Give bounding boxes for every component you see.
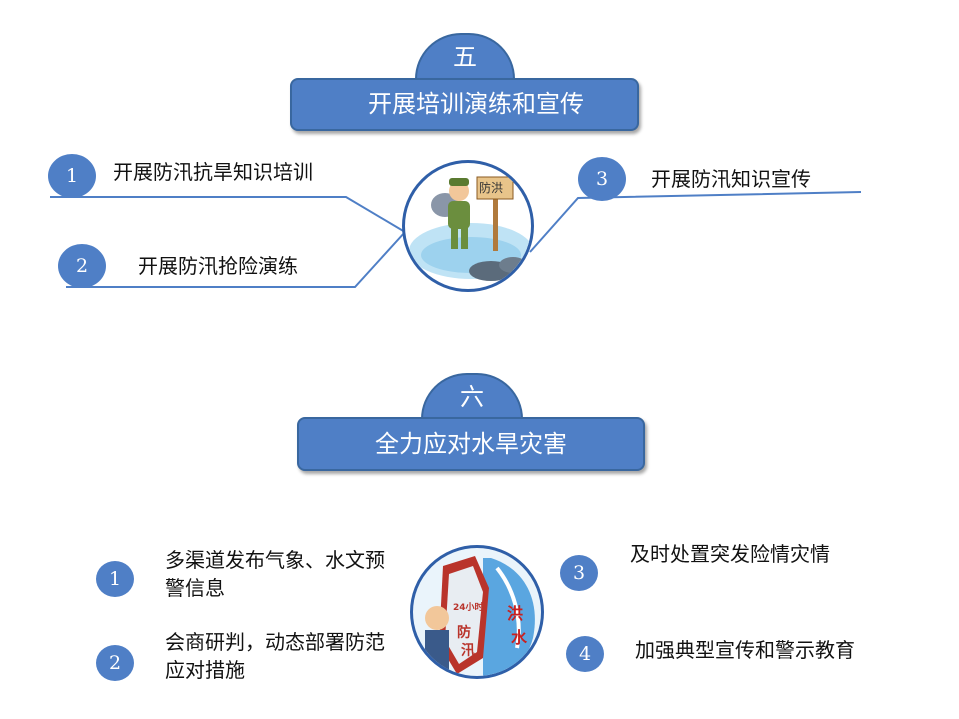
list-item-text: 多渠道发布气象、水文预警信息 (165, 548, 385, 600)
connector-line-1 (50, 196, 406, 233)
connector-line-3 (529, 191, 862, 253)
wave-text-shui: 水 (511, 628, 528, 647)
shield-text-24h: 24小时 (453, 603, 484, 613)
wave-text-hong: 洪 (507, 604, 524, 623)
item-number: 1 (65, 165, 79, 187)
item-number: 2 (108, 652, 122, 674)
item-number-badge: 3 (560, 555, 598, 591)
flood-soldier-illustration: 防洪 (402, 160, 534, 292)
item-number: 3 (572, 562, 586, 584)
flood-sign-text: 防洪 (479, 181, 504, 195)
item-number-badge: 1 (48, 154, 96, 198)
item-number-badge: 1 (96, 561, 134, 597)
item-number: 3 (595, 168, 609, 190)
list-item-text: 开展防汛抗旱知识培训 (113, 160, 313, 184)
list-item-text: 会商研判，动态部署防范应对措施 (165, 630, 385, 682)
list-item-text: 开展防汛知识宣传 (651, 167, 811, 191)
list-item-text: 开展防汛抢险演练 (138, 254, 298, 278)
section-title: 全力应对水旱灾害 (375, 430, 567, 458)
flood-alert-drawing (425, 556, 535, 676)
section-title-banner: 全力应对水旱灾害 (297, 417, 645, 471)
soldier-drawing (409, 176, 531, 281)
item-number-badge: 3 (578, 157, 626, 201)
section-title-banner: 开展培训演练和宣传 (290, 78, 639, 131)
list-item-text: 及时处置突发险情灾情 (630, 542, 830, 566)
shield-text-xun: 汛 (461, 643, 475, 659)
item-number-badge: 2 (96, 645, 134, 681)
item-number-badge: 4 (566, 636, 604, 672)
item-number: 4 (578, 643, 592, 665)
item-number: 1 (108, 568, 122, 590)
flood-alert-illustration: 24小时 防 汛 洪 水 (410, 545, 544, 679)
connector-line-2 (66, 231, 406, 288)
list-item-text: 加强典型宣传和警示教育 (635, 638, 855, 662)
shield-text-fang: 防 (457, 625, 471, 641)
section-number: 六 (460, 383, 484, 411)
item-number-badge: 2 (58, 244, 106, 288)
section-number: 五 (453, 43, 477, 71)
item-number: 2 (75, 255, 89, 277)
section-title: 开展培训演练和宣传 (368, 90, 584, 118)
